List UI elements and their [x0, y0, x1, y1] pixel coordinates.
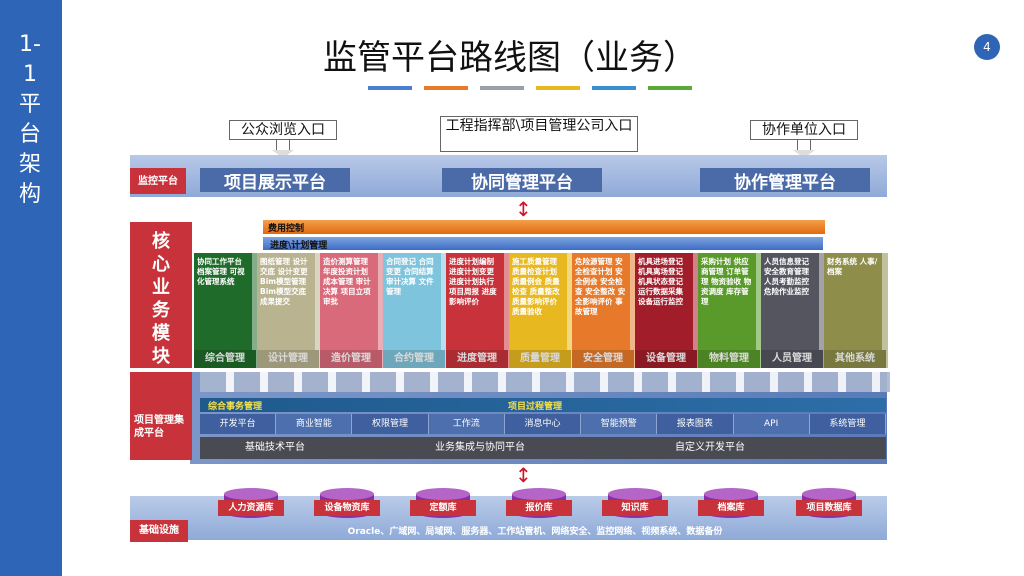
- infrastructure-items: Oracle、广域网、局域网、服务器、工作站管机、网络安全、监控网络、视频系统、…: [347, 527, 723, 537]
- service-item: 报表图表: [657, 414, 734, 434]
- module-side: [567, 253, 573, 368]
- base-platform-item: 基础技术平台: [245, 442, 305, 453]
- integration-label: 项目管理集成平台: [130, 372, 192, 460]
- database-top: [608, 488, 662, 500]
- module-name: 综合管理: [194, 350, 256, 368]
- services-row: 开发平台 商业智能 权限管理 工作流 消息中心 智能预警 报表图表 API 系统…: [200, 414, 886, 434]
- sidebar: 1-1 平台架构: [0, 0, 62, 576]
- module-name: 安全管理: [572, 350, 634, 368]
- module-detail: 合同登记 合同变更 合同结算 审计决算 文件管理: [383, 253, 441, 351]
- core-label-text: 核心业务模块: [152, 231, 170, 367]
- project-process-label: 项目过程管理: [508, 402, 563, 412]
- public-entry-box: 公众浏览入口: [229, 120, 337, 140]
- cost-control-label: 费用控制: [268, 224, 305, 234]
- service-item: 消息中心: [504, 414, 582, 434]
- service-item: 商业智能: [276, 414, 353, 434]
- underline-segment: [424, 86, 468, 90]
- service-item: 智能预警: [581, 414, 658, 434]
- database-label: 人力资源库: [218, 500, 284, 516]
- module-side: [819, 253, 825, 368]
- module-detail: 造价测算管理 年度投资计划 成本管理 审计决算 项目立项审批: [320, 253, 378, 351]
- platform-label: 项目展示平台: [200, 168, 350, 193]
- core-label: 核心业务模块: [130, 222, 192, 368]
- database-label: 档案库: [698, 500, 764, 516]
- schedule-label: 进度\计划管理: [270, 241, 328, 251]
- module-name: 进度管理: [446, 350, 508, 368]
- underline-segment: [480, 86, 524, 90]
- module-detail: 危险源管理 安全检查计划 安全例会 安全检查 安全整改 安全影响评价 事故管理: [572, 253, 630, 351]
- database-top: [224, 488, 278, 500]
- module-name: 物料管理: [698, 350, 760, 368]
- database-label: 项目数据库: [796, 500, 862, 516]
- module-name: 合约管理: [383, 350, 445, 368]
- module-side: [693, 253, 699, 368]
- module-name: 造价管理: [320, 350, 382, 368]
- sidebar-title: 1-1 平台架构: [18, 32, 41, 207]
- module-name: 设备管理: [635, 350, 697, 368]
- platform-label: 协同管理平台: [442, 168, 602, 193]
- database-top: [416, 488, 470, 500]
- service-item: 系统管理: [809, 414, 886, 434]
- process-bar: [200, 398, 886, 412]
- base-platform-row: 基础技术平台 业务集成与协同平台 自定义开发平台: [200, 437, 886, 459]
- monitor-label: 监控平台: [130, 168, 186, 194]
- database-label: 定额库: [410, 500, 476, 516]
- service-item: API: [733, 414, 810, 434]
- module-detail: 协同工作平台 档案管理 可视化管理系统: [194, 253, 252, 351]
- module-detail: 图纸管理 设计交底 设计变更 Bim模型管理 Bim模型交底 成果提交: [257, 253, 315, 351]
- module-side: [441, 253, 447, 368]
- module-detail: 进度计划编制 进度计划变更 进度计划执行 项目周报 进度影响评价: [446, 253, 504, 351]
- updown-arrow: ↕: [515, 463, 532, 487]
- database-label: 报价库: [506, 500, 572, 516]
- module-name: 设计管理: [257, 350, 319, 368]
- underline-segment: [536, 86, 580, 90]
- module-detail: 人员信息登记 安全教育管理 人员考勤监控 危险作业监控: [761, 253, 819, 351]
- module-detail: 财务系统 人事/档案: [824, 253, 882, 351]
- integration-stripe: [200, 372, 890, 392]
- underline-segment: [368, 86, 412, 90]
- infrastructure-label: 基础设施: [130, 520, 188, 542]
- cost-control-bar: [263, 220, 825, 234]
- database-top: [512, 488, 566, 500]
- partner-entry-box: 协作单位入口: [750, 120, 858, 140]
- module-name: 其他系统: [824, 350, 886, 368]
- base-platform-item: 业务集成与协同平台: [435, 442, 525, 453]
- platform-label: 协作管理平台: [700, 168, 870, 193]
- module-side: [315, 253, 321, 368]
- module-side: [756, 253, 762, 368]
- partner-entry-arrow: [793, 140, 815, 158]
- service-item: 开发平台: [200, 414, 277, 434]
- underline-segment: [592, 86, 636, 90]
- module-side: [252, 253, 258, 368]
- database-top: [320, 488, 374, 500]
- title-underline: [368, 86, 692, 90]
- module-detail: 施工质量管理 质量检查计划 质量例会 质量检查 质量整改 质量影响评价 质量验收: [509, 253, 567, 351]
- database-label: 知识库: [602, 500, 668, 516]
- service-item: 权限管理: [352, 414, 429, 434]
- hq-entry-box: 工程指挥部\项目管理公司入口: [440, 116, 638, 152]
- module-side: [378, 253, 384, 368]
- service-item: 工作流: [428, 414, 505, 434]
- underline-segment: [648, 86, 692, 90]
- module-side: [504, 253, 510, 368]
- page-title: 监管平台路线图（业务）: [323, 38, 697, 78]
- page-number: 4: [974, 34, 1000, 60]
- public-entry-arrow: [272, 140, 294, 158]
- base-platform-item: 自定义开发平台: [675, 442, 745, 453]
- database-label: 设备物资库: [314, 500, 380, 516]
- comprehensive-affairs-label: 综合事务管理: [208, 402, 263, 412]
- updown-arrow: ↕: [515, 197, 532, 221]
- module-detail: 采购计划 供应商管理 订单管理 物资验收 物资调度 库存管理: [698, 253, 756, 351]
- module-name: 质量管理: [509, 350, 571, 368]
- module-detail: 机具进场登记 机具离场登记 机具状态登记 运行数据采集 设备运行监控: [635, 253, 693, 351]
- module-side: [630, 253, 636, 368]
- module-side: [882, 253, 888, 368]
- database-top: [802, 488, 856, 500]
- database-top: [704, 488, 758, 500]
- schedule-bar: [263, 237, 823, 250]
- module-name: 人员管理: [761, 350, 823, 368]
